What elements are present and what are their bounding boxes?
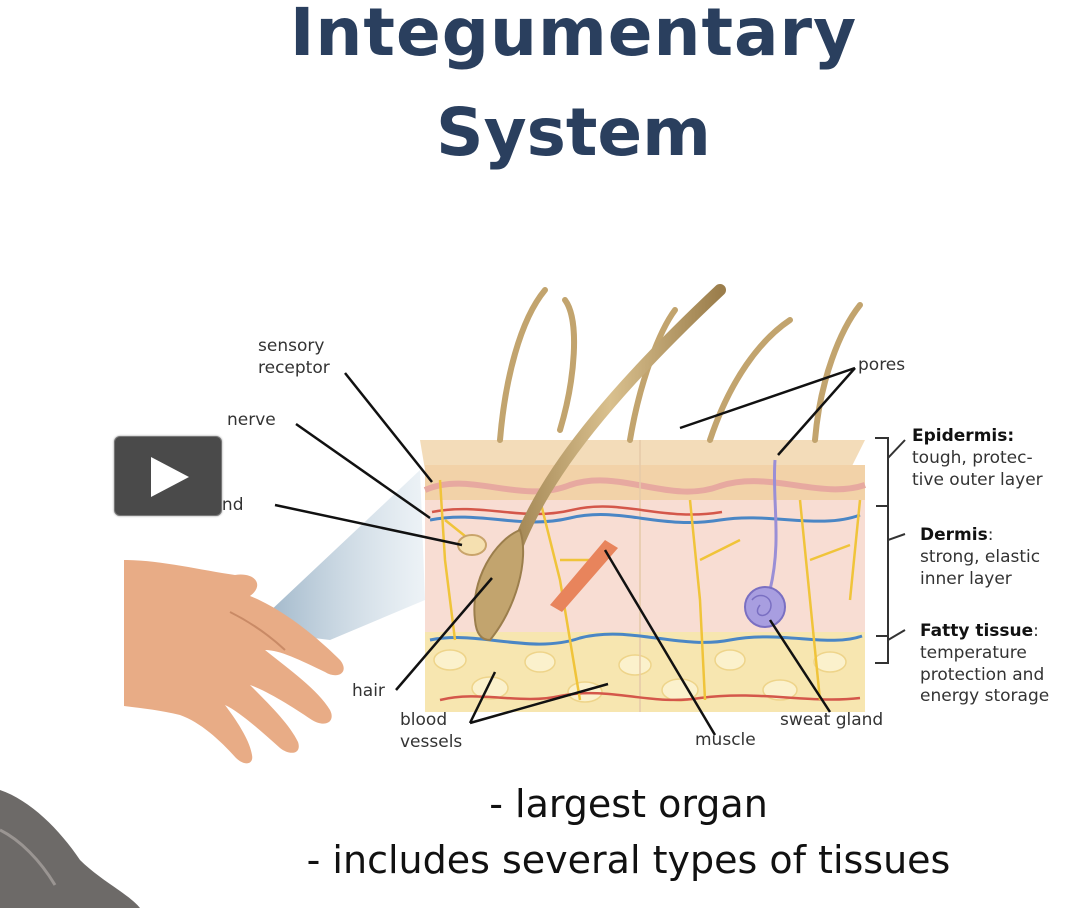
blood-vessel-red [431, 505, 723, 516]
label-hair: hair [352, 681, 385, 701]
label-pores: pores [858, 355, 906, 375]
arrector-muscle [550, 540, 618, 612]
bullet-largest-organ: - largest organ [489, 782, 768, 826]
dermis-name: Dermis [920, 525, 988, 545]
fatty-desc-1: temperature [920, 642, 1027, 663]
title-line-2: System [436, 94, 711, 171]
label-sweat-gland: sweat gland [780, 710, 884, 730]
blood-vessel-blue-deep [429, 632, 863, 646]
play-icon [151, 457, 189, 497]
video-play-button[interactable] [114, 436, 222, 516]
hand-illustration [124, 560, 344, 764]
fatty-desc-3: energy storage [920, 686, 1050, 707]
label-blood-line2: vessels [400, 731, 463, 752]
label-muscle: muscle [695, 730, 756, 750]
label-sensory-line2: receptor [258, 357, 330, 378]
layer-fatty-tissue: Fatty tissue: temperature protection and… [920, 621, 1050, 707]
hair-follicle [473, 528, 525, 642]
label-sensory-receptor: sensory receptor [258, 336, 330, 380]
epidermis-top [420, 440, 865, 470]
leader-lines [274, 366, 856, 736]
epidermis-desc-2: tive outer layer [912, 469, 1043, 490]
presenter-shoulder [0, 790, 140, 908]
label-sensory-line1: sensory [258, 336, 325, 356]
magnify-beam [250, 470, 425, 640]
layer-epidermis: Epidermis: tough, protec- tive outer lay… [912, 426, 1043, 490]
oil-gland-shape [457, 534, 487, 556]
epidermis-desc-1: tough, protec- [912, 447, 1033, 468]
nerve-network [438, 479, 862, 701]
blood-vessel-blue [429, 513, 861, 524]
dermis-desc-2: inner layer [920, 568, 1012, 589]
label-nerve: nerve [227, 410, 276, 430]
bullet-tissues: - includes several types of tissues [306, 838, 951, 882]
label-blood-vessels: blood vessels [400, 710, 462, 754]
title-line-1: Integumentary [289, 0, 858, 71]
dermis-desc-1: strong, elastic [920, 546, 1041, 567]
hairs [497, 287, 863, 443]
fatty-name: Fatty tissue [920, 621, 1034, 641]
label-blood-line1: blood [400, 710, 448, 730]
epidermis-name: Epidermis [912, 426, 1008, 446]
sweat-gland-shape [744, 586, 786, 628]
layer-bracket [875, 437, 906, 664]
fatty-desc-2: protection and [920, 664, 1045, 685]
layer-dermis: Dermis: strong, elastic inner layer [920, 525, 1041, 589]
